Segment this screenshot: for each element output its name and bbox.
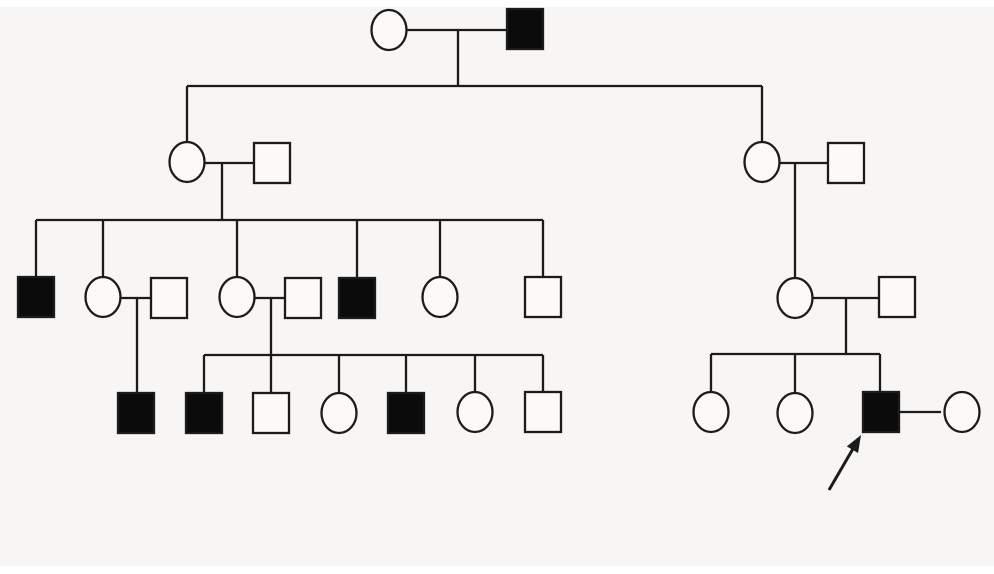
individual-IV-4-female-unaffected <box>320 391 358 435</box>
individual-III-8-male-unaffected <box>523 275 563 319</box>
individual-IV-1-male-affected <box>116 391 156 435</box>
individual-III-9-female-unaffected <box>776 276 814 320</box>
individual-IV-6-female-unaffected <box>456 390 494 434</box>
individual-III-3-male-unaffected <box>149 276 189 320</box>
individual-III-1-male-affected <box>16 275 56 319</box>
proband-arrow-head-icon <box>846 435 861 453</box>
proband-arrow-shaft <box>827 445 856 491</box>
individual-IV-7-male-unaffected <box>523 390 563 434</box>
individual-III-5-male-unaffected <box>283 276 323 320</box>
individual-II-4-male-unaffected <box>826 141 866 185</box>
individual-IV-11-female-unaffected <box>943 390 981 434</box>
individual-I-2-male-affected <box>505 7 545 51</box>
individual-III-7-female-unaffected <box>421 275 459 319</box>
individual-III-2-female-unaffected <box>84 275 122 319</box>
individual-IV-3-male-unaffected <box>251 391 291 435</box>
individual-IV-10-male-affected-proband <box>861 390 901 434</box>
individual-III-4-female-unaffected <box>218 275 256 319</box>
individual-II-2-male-unaffected <box>252 141 292 185</box>
individual-I-1-female-unaffected <box>370 8 408 52</box>
individual-IV-9-female-unaffected <box>776 391 814 435</box>
individual-II-3-female-unaffected <box>743 140 781 184</box>
bottom-margin <box>0 566 994 574</box>
individual-III-6-male-affected <box>337 276 377 320</box>
individual-III-10-male-unaffected <box>877 275 917 319</box>
top-margin <box>0 0 994 7</box>
individual-IV-8-female-unaffected <box>692 390 730 434</box>
individual-II-1-female-unaffected <box>168 140 206 184</box>
individual-IV-2-male-affected <box>184 391 224 435</box>
individual-IV-5-male-affected <box>386 391 426 435</box>
